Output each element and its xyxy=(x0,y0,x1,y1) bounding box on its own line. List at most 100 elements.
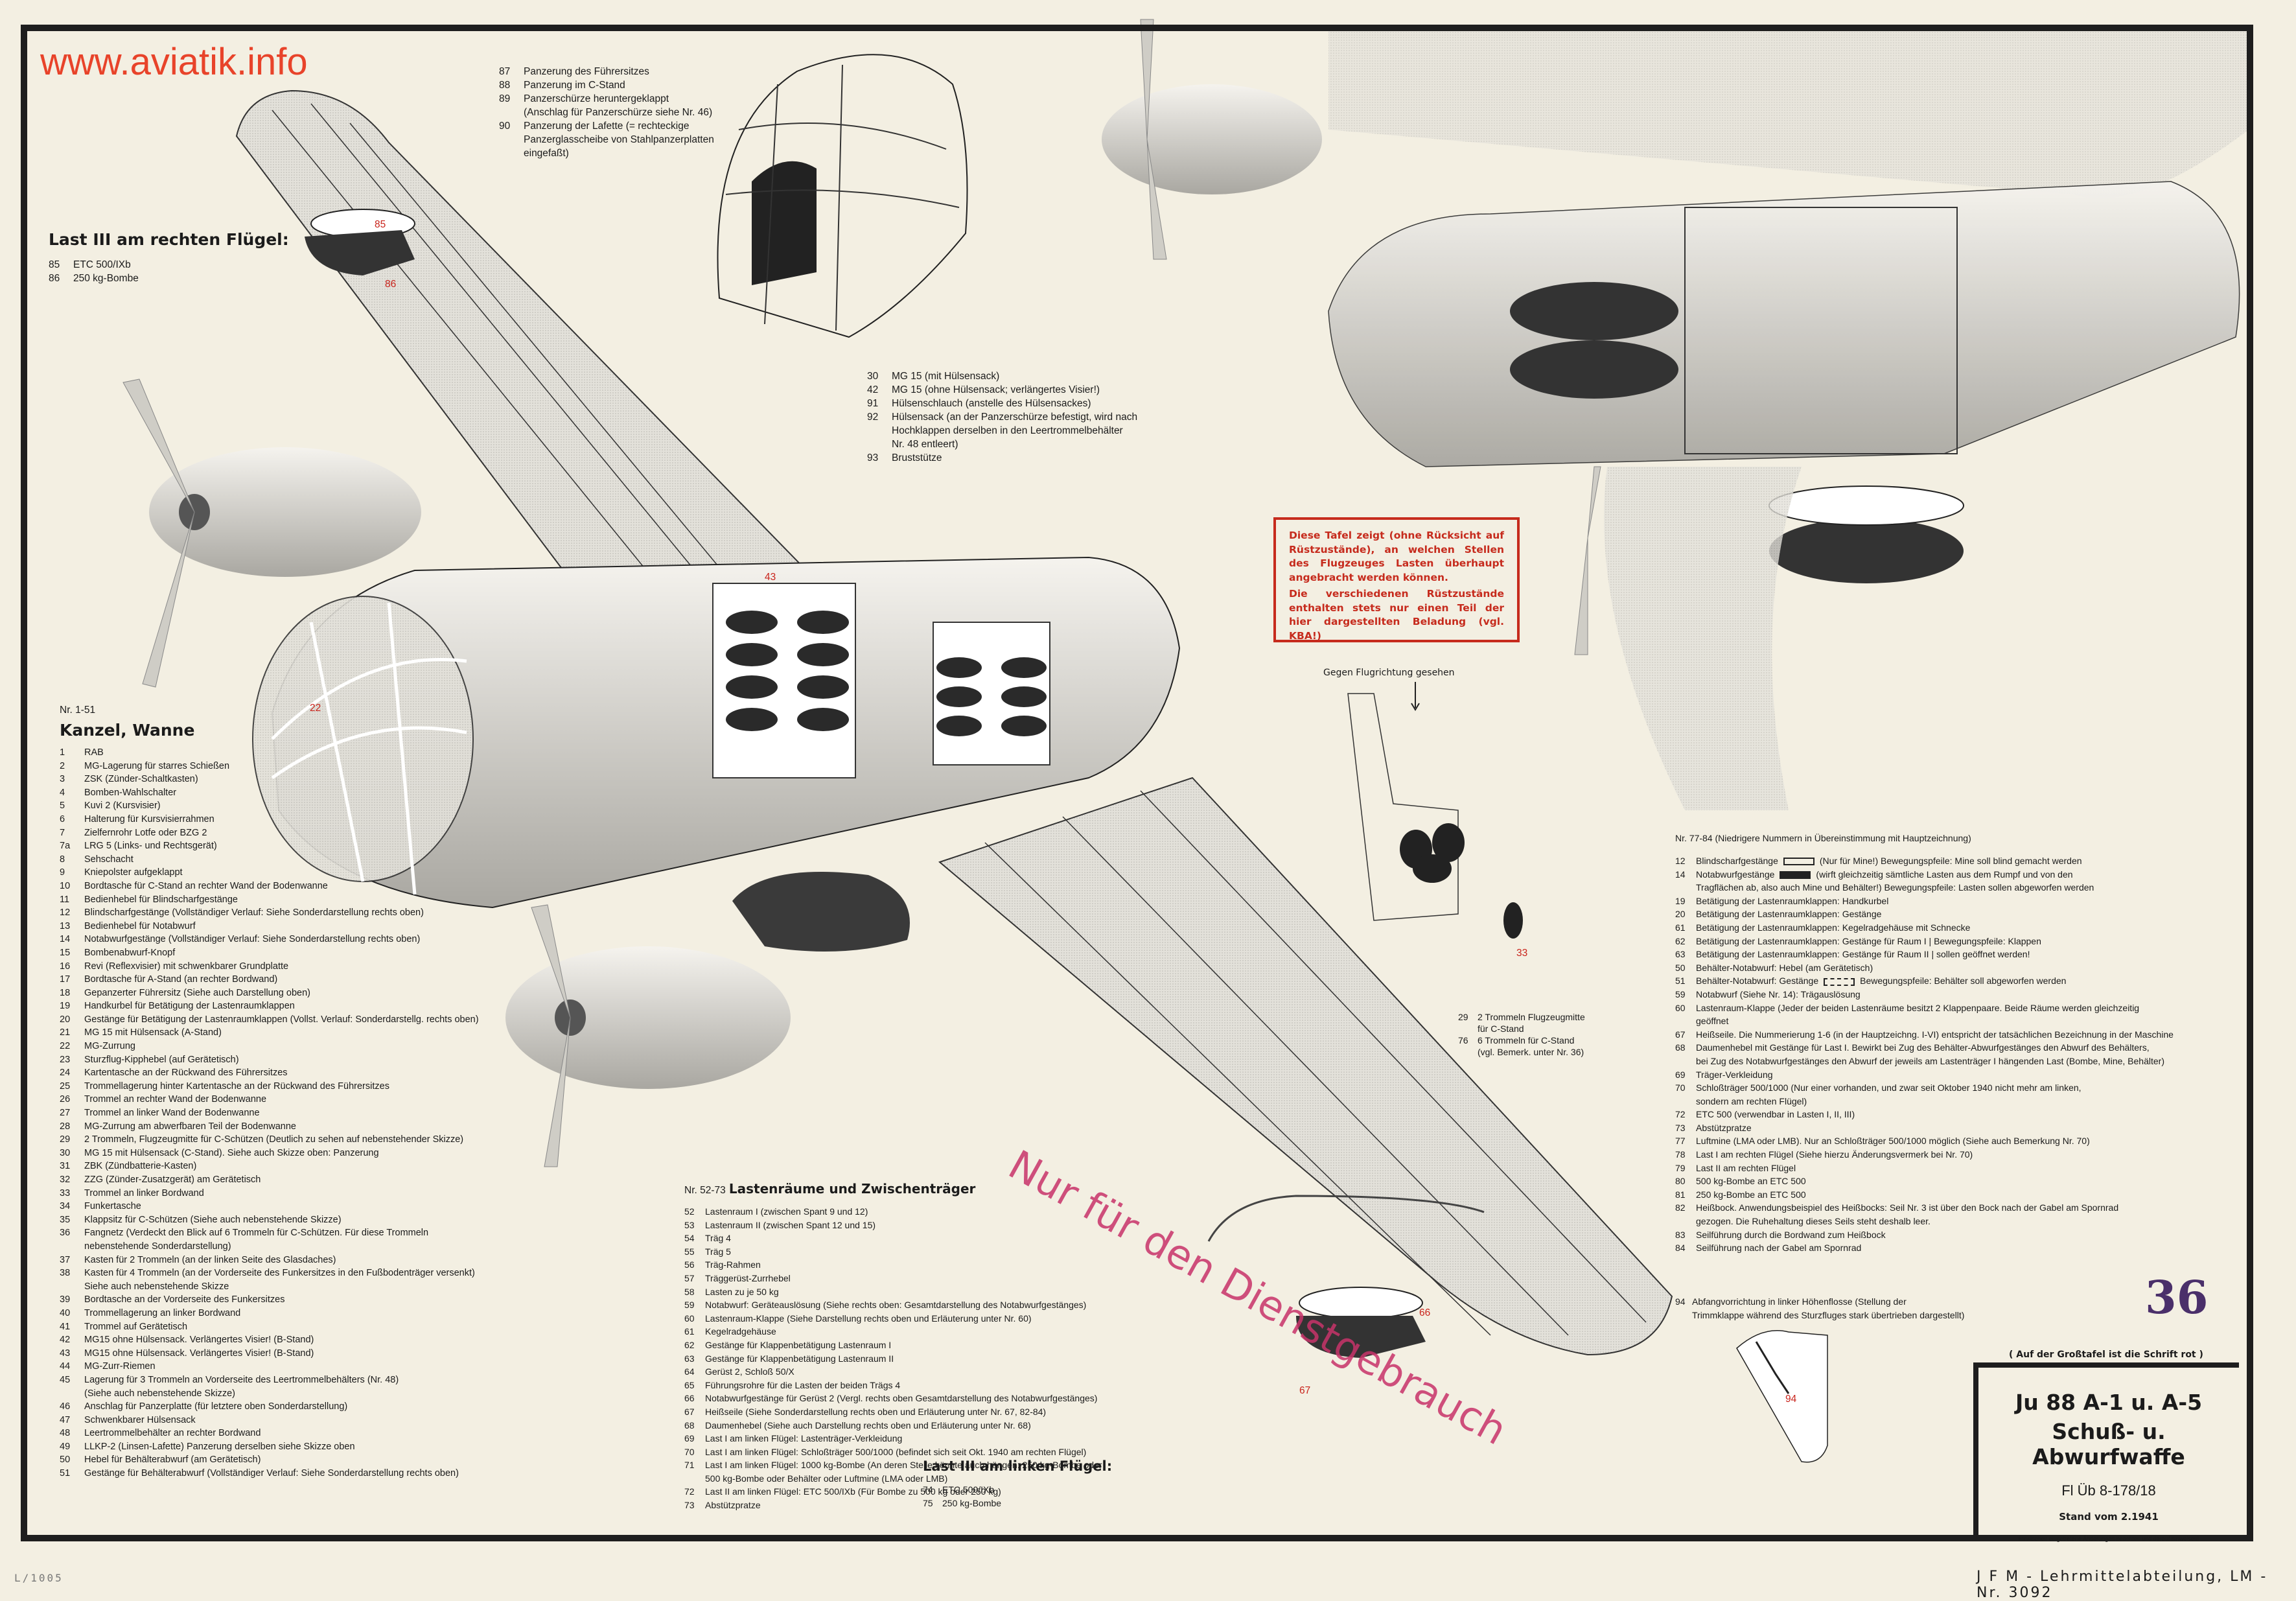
item-text: Abstützpratze xyxy=(705,1500,761,1511)
callout-18: 22 xyxy=(310,703,321,714)
aircraft-title: Ju 88 A-1 u. A-5 xyxy=(2015,1390,2203,1415)
item-text: Bedienhebel für Notabwurf xyxy=(84,920,196,931)
detail-legend: Nr. 77-84 (Niedrigere Nummern in Überein… xyxy=(1675,832,2174,1255)
item-text: Lastenraum II (zwischen Spant 12 und 15) xyxy=(705,1219,876,1230)
item-number: 32 xyxy=(60,1174,71,1185)
detail-range: Nr. 77-84 (Niedrigere Nummern in Überein… xyxy=(1675,833,1971,843)
item-number: 19 xyxy=(60,1001,71,1012)
item-number: 65 xyxy=(684,1379,695,1390)
item-number: 69 xyxy=(684,1433,695,1444)
item-number: 79 xyxy=(1675,1162,1686,1173)
item-number: 68 xyxy=(1675,1042,1686,1053)
legend-item: sondern am rechten Flügel) xyxy=(1675,1095,2174,1108)
item-number: 71 xyxy=(684,1460,695,1471)
sketch-caption: Gegen Flugrichtung gesehen xyxy=(1323,668,1455,678)
item-text: MG-Zurrung am abwerfbaren Teil der Boden… xyxy=(84,1121,296,1132)
item-number: 64 xyxy=(684,1366,695,1377)
item-text: ETC 500 (verwendbar in Lasten I, II, III… xyxy=(1696,1109,1855,1120)
item-text: Träg 5 xyxy=(705,1246,731,1257)
legend-item: 500 kg-Bombe oder Behälter oder Luftmine… xyxy=(684,1472,1102,1486)
item-text: Träger-Verkleidung xyxy=(1696,1069,1773,1080)
item-number: 66 xyxy=(684,1393,695,1404)
item-number: 51 xyxy=(1675,976,1686,987)
item-number: 27 xyxy=(60,1108,71,1119)
item-text: Notabwurfgestänge (Vollständiger Verlauf… xyxy=(84,934,421,945)
item-number: 29 xyxy=(60,1134,71,1145)
item-text: Hebel für Behälterabwurf (am Gerätetisch… xyxy=(84,1455,261,1466)
item-number: 51 xyxy=(60,1468,71,1479)
item-number: 37 xyxy=(60,1254,71,1265)
item-number: 48 xyxy=(60,1428,71,1439)
item-text: MG-Zurr-Riemen xyxy=(84,1361,156,1372)
change-hint: Inzwischen eingetretene Änderungen beach… xyxy=(2018,1536,2199,1542)
item-number: 8 xyxy=(60,854,65,865)
cockpit-range: Nr. 1-51 xyxy=(60,705,96,716)
print-code: L/1005 xyxy=(14,1572,64,1584)
item-text: Bordtasche für A-Stand (an rechter Bordw… xyxy=(84,974,278,985)
callout-29: 33 xyxy=(1516,948,1528,959)
item-number: 60 xyxy=(1675,1002,1686,1013)
item-number: 63 xyxy=(1675,949,1686,960)
item-number: 52 xyxy=(684,1206,695,1217)
item-number: 77 xyxy=(1675,1136,1686,1147)
item-text: Träg 4 xyxy=(705,1233,731,1244)
legend-item: Tragflächen ab, also auch Mine und Behäl… xyxy=(1675,881,2174,894)
item-text: Gepanzerter Führersitz (Siehe auch Darst… xyxy=(84,987,310,998)
tail-detail-drawing xyxy=(1736,1330,1828,1463)
legend-item: 72 ETC 500 (verwendbar in Lasten I, II, I… xyxy=(1675,1108,2174,1121)
item-text: Last I am linken Flügel: 1000 kg-Bombe (… xyxy=(705,1460,1102,1471)
item-number: 72 xyxy=(1675,1109,1686,1120)
item-number: 73 xyxy=(684,1500,695,1511)
item-number: 42 xyxy=(60,1335,71,1346)
item-number: 14 xyxy=(60,934,71,945)
item-number: 13 xyxy=(60,920,71,931)
item-number: 80 xyxy=(1675,1176,1686,1187)
bays-legend: Nr. 52-73 Lastenräume und Zwischenträger… xyxy=(684,1181,1102,1512)
item-number: 46 xyxy=(60,1401,71,1412)
movement-arrow-dashed-icon xyxy=(1824,977,1855,986)
item-text: (wirft gleichzeitig sämtliche Lasten aus… xyxy=(1816,869,2073,880)
item-number: 33 xyxy=(60,1187,71,1198)
item-text: Blindscharfgestänge (Vollständiger Verla… xyxy=(84,907,424,918)
publisher-line: J F M - Lehrmittelabteilung, LM - Nr. 30… xyxy=(1977,1569,2268,1601)
item-text: MG 15 mit Hülsensack (A-Stand) xyxy=(84,1027,222,1038)
item-text: Schloßträger 500/1000 (Nur einer vorhand… xyxy=(1696,1082,2081,1093)
legend-item: (Siehe auch nebenstehende Skizze) xyxy=(60,1387,479,1401)
movement-arrow-hollow-icon xyxy=(1783,858,1815,866)
item-number: 39 xyxy=(60,1294,71,1305)
item-number: 68 xyxy=(684,1420,695,1431)
engine-nacelle-left xyxy=(122,379,791,1167)
callout-75: 67 xyxy=(1299,1385,1311,1396)
poster-frame xyxy=(21,25,2253,1541)
item-number: 55 xyxy=(684,1246,695,1257)
